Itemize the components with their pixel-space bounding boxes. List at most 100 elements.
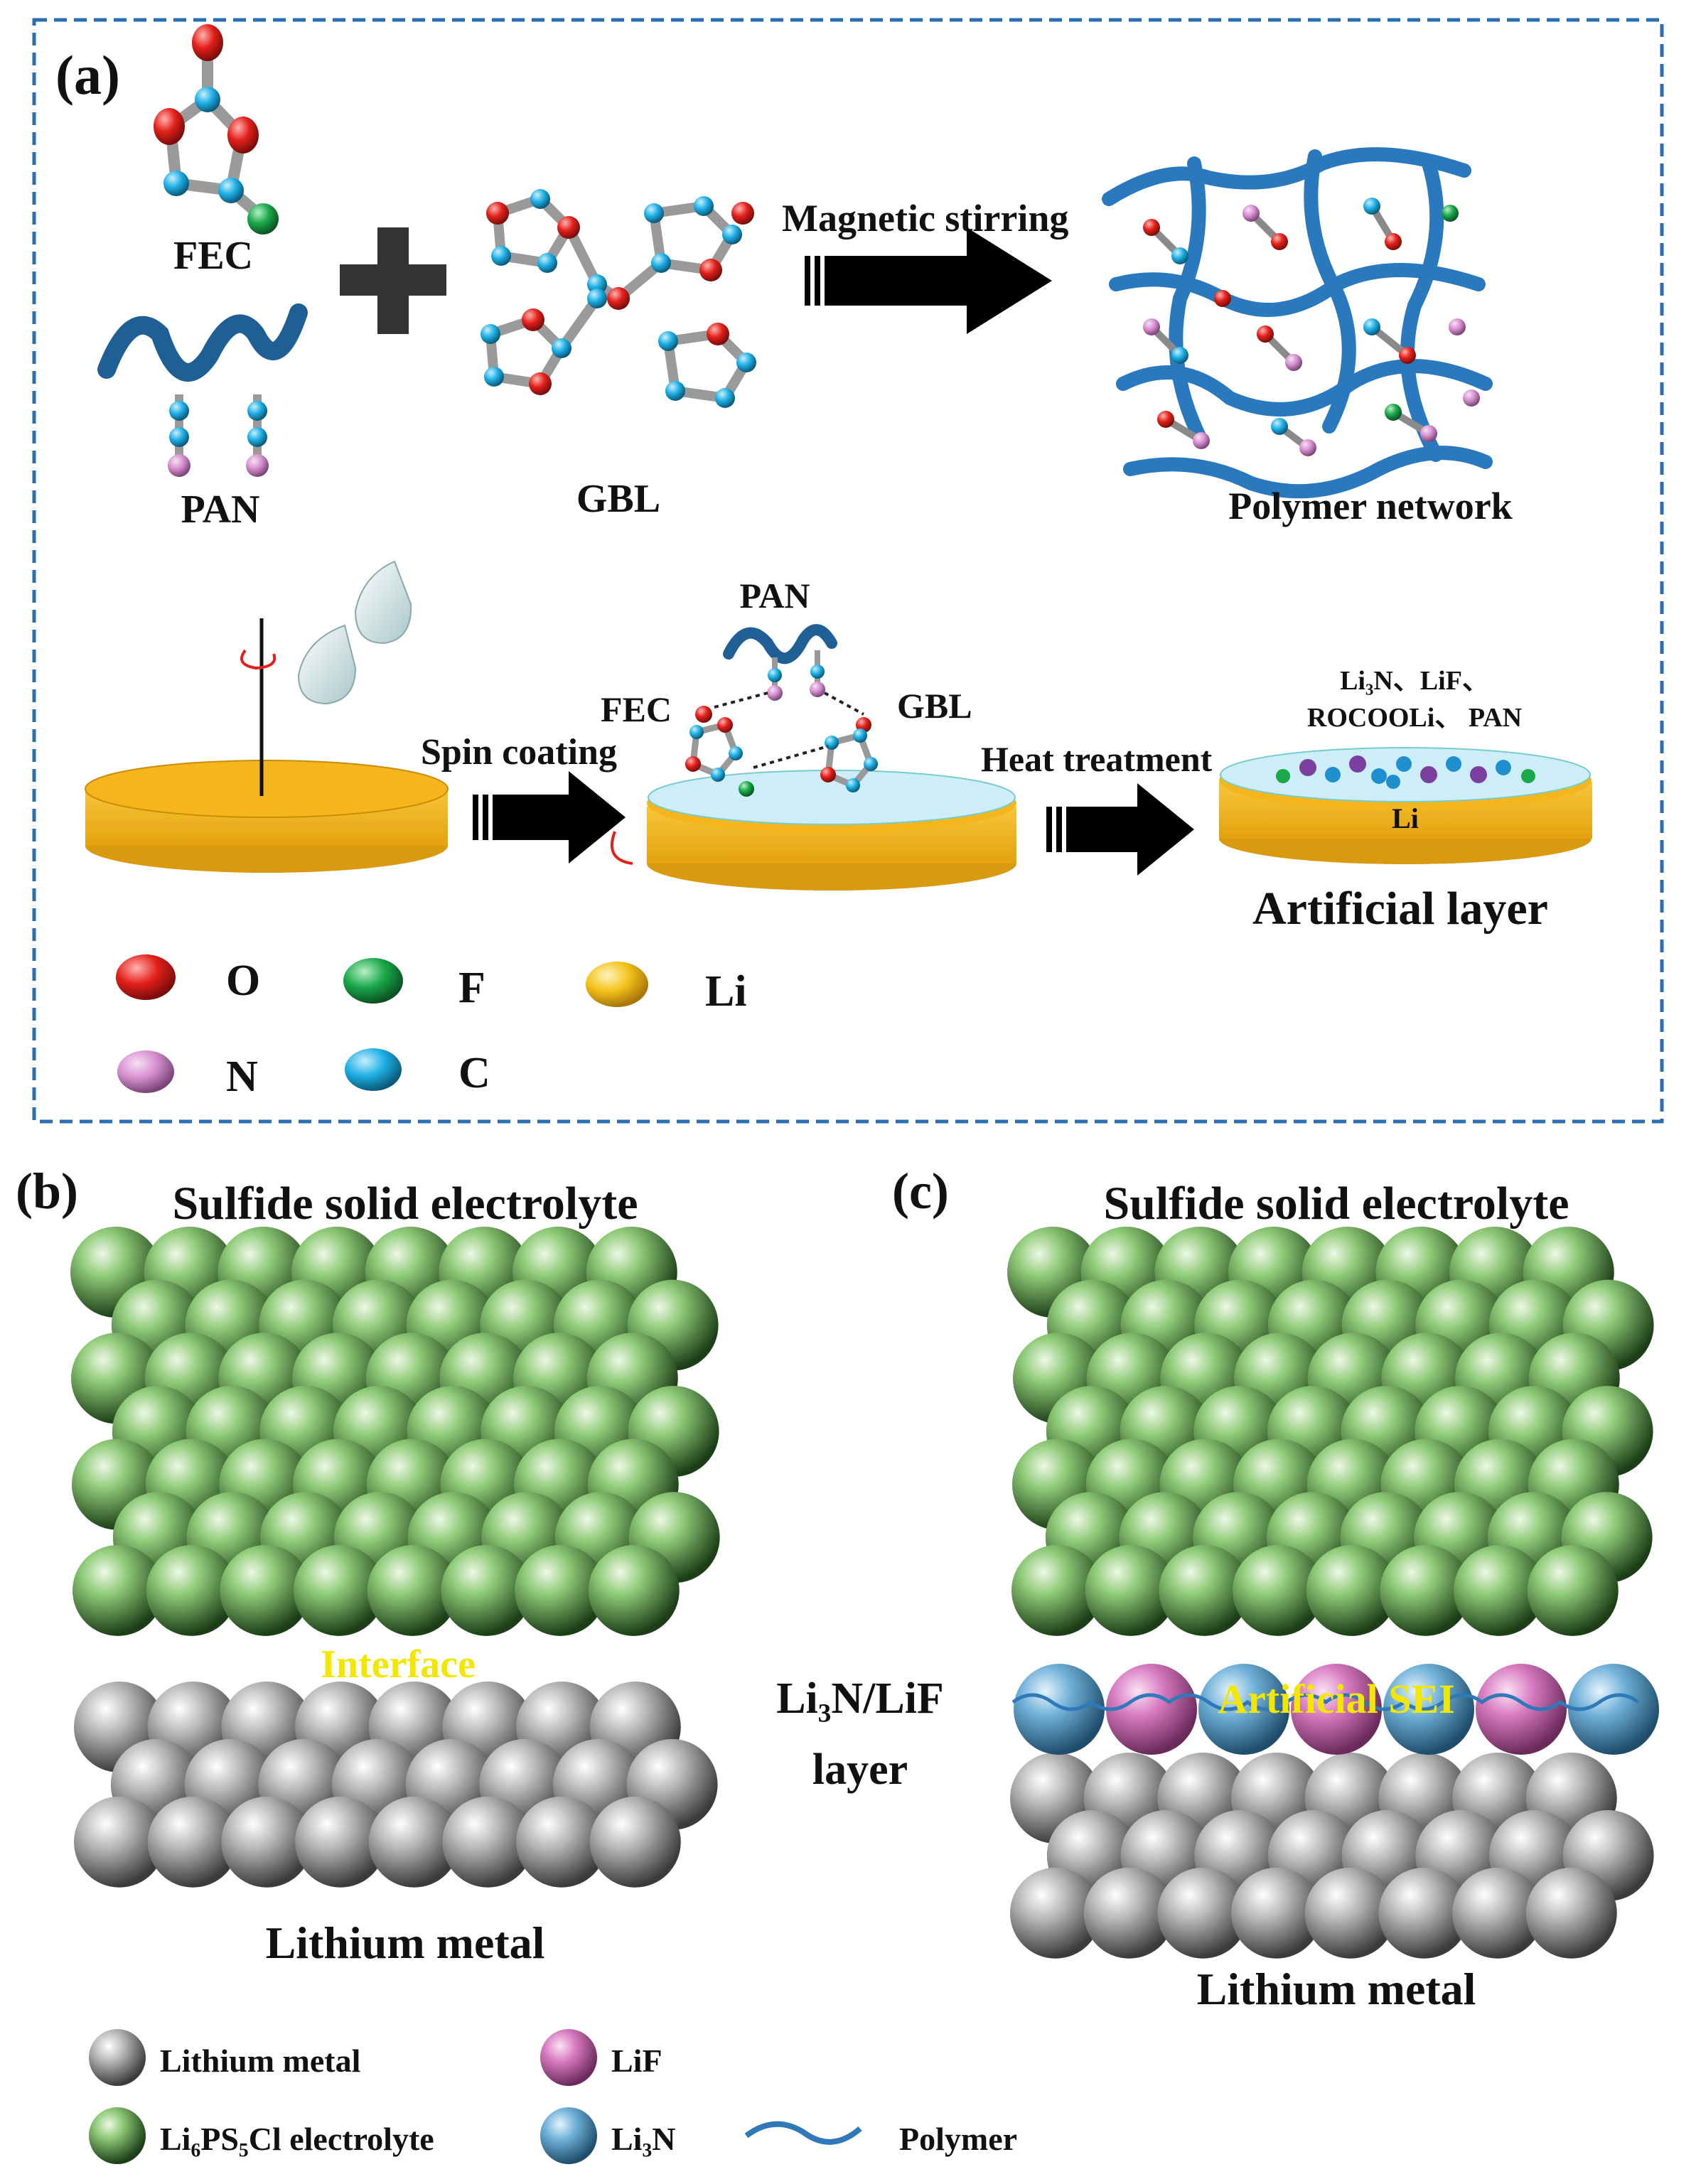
lithium-metal-sphere — [1157, 1867, 1249, 1959]
lithium-metal-sphere — [1304, 1867, 1396, 1959]
arrow-right-icon-heat — [1046, 783, 1194, 876]
mid-gbl-label: GBL — [897, 686, 972, 726]
lif-sphere — [1291, 1664, 1382, 1755]
lithium-metal-sphere — [368, 1796, 460, 1888]
panel-c-bottom-label: Lithium metal — [1197, 1964, 1476, 2014]
electrolyte-sphere — [1527, 1544, 1619, 1636]
legend-li3n-label: Li₃N — [611, 2121, 675, 2157]
panel-c-sphere-stack — [1007, 1227, 1659, 1959]
polymer-network-icon — [1102, 147, 1493, 499]
lif-swatch-icon — [540, 2029, 597, 2086]
lithium-swatch-icon — [586, 962, 648, 1007]
lithium-metal-sphere — [221, 1796, 313, 1888]
lithium-metal-sphere — [1525, 1867, 1617, 1959]
panel-c-top-label: Sulfide solid electrolyte — [1103, 1178, 1569, 1230]
oxygen-swatch-icon — [116, 954, 176, 1000]
panel-b-top-label: Sulfide solid electrolyte — [172, 1178, 638, 1230]
lithium-metal-sphere — [1231, 1867, 1323, 1959]
electrolyte-sphere — [515, 1544, 606, 1636]
legend-lithium-metal-label: Lithium metal — [160, 2043, 360, 2079]
polymer-line — [1011, 1693, 1640, 1711]
bottom-legend: Lithium metal Li₆PS₅Cl electrolyte LiF L… — [89, 2029, 1017, 2164]
electrolyte-sphere — [1159, 1544, 1250, 1636]
panel-b-sphere-stack — [70, 1227, 720, 1888]
rotation-arrow-icon — [240, 649, 277, 670]
legend-polymer-label: Polymer — [899, 2121, 1017, 2157]
electrolyte-sphere — [1011, 1544, 1102, 1636]
electrolyte-sphere — [1085, 1544, 1176, 1636]
nitrogen-swatch-icon — [117, 1050, 174, 1093]
lithium-metal-sphere — [1010, 1867, 1101, 1959]
lithium-metal-sphere — [1452, 1867, 1544, 1959]
electrolyte-sphere — [441, 1544, 532, 1636]
legend-f-label: F — [458, 964, 485, 1012]
lithium-metal-sphere — [1378, 1867, 1470, 1959]
electrolyte-swatch-icon — [89, 2107, 146, 2164]
arrow-right-icon-spin — [473, 771, 626, 864]
fluorine-swatch-icon — [343, 958, 403, 1004]
gbl-label: GBL — [576, 477, 660, 521]
electrolyte-sphere — [1380, 1544, 1471, 1636]
lithium-metal-sphere — [295, 1796, 387, 1888]
panel-b-bottom-label: Lithium metal — [266, 1917, 545, 1968]
mid-interaction-molecules-icon — [685, 624, 878, 797]
electrolyte-sphere — [220, 1544, 311, 1636]
magnetic-stirring-label: Magnetic stirring — [782, 197, 1068, 240]
lithium-metal-sphere — [516, 1796, 608, 1888]
panel-c-label: (c) — [892, 1163, 949, 1220]
electrolyte-sphere — [367, 1544, 458, 1636]
lithium-metal-sphere — [442, 1796, 534, 1888]
electrolyte-sphere — [294, 1544, 385, 1636]
fec-molecule-icon — [154, 24, 279, 235]
legend-electrolyte-label: Li₆PS₅Cl electrolyte — [160, 2121, 434, 2157]
pan-chain-icon — [97, 303, 308, 477]
panel-a-frame — [32, 18, 1664, 1124]
substrate-disk-left — [85, 760, 449, 873]
interface-label: Interface — [321, 1642, 476, 1687]
lithium-metal-sphere — [1083, 1867, 1175, 1959]
artificial-layer-disk — [1219, 747, 1592, 864]
legend-lif-label: LiF — [611, 2043, 662, 2079]
panel-b-label: (b) — [16, 1163, 78, 1220]
substrate-disk-coated — [647, 770, 1016, 891]
disk-li-label: Li — [1392, 802, 1419, 834]
artificial-sei-label: Artificial SEI — [1218, 1676, 1454, 1722]
legend-o-label: O — [226, 957, 260, 1005]
electrolyte-sphere — [146, 1544, 237, 1636]
spin-coating-label: Spin coating — [421, 732, 617, 773]
li3n-sphere — [1198, 1664, 1289, 1755]
li3n-sphere — [1014, 1664, 1105, 1755]
legend-li-label: Li — [705, 967, 747, 1016]
element-legend: O F Li N C — [116, 954, 747, 1101]
artificial-layer-label: Artificial layer — [1252, 883, 1548, 935]
mid-fec-label: FEC — [601, 689, 672, 729]
arrow-right-icon-stirring — [805, 227, 1052, 334]
plus-icon — [340, 227, 446, 334]
electrolyte-sphere — [73, 1544, 163, 1636]
electrolyte-sphere — [1454, 1544, 1545, 1636]
legend-n-label: N — [226, 1053, 258, 1101]
li3n-swatch-icon — [540, 2107, 597, 2164]
li3n-lif-label: Li₃N/LiF — [776, 1674, 944, 1723]
lif-sphere — [1106, 1664, 1197, 1755]
lithium-metal-swatch-icon — [89, 2029, 146, 2086]
layer-label: layer — [812, 1745, 908, 1794]
lithium-metal-sphere — [589, 1796, 681, 1888]
polymer-network-label: Polymer network — [1228, 485, 1512, 527]
panel-a-label: (a) — [55, 44, 120, 106]
lithium-metal-sphere — [74, 1796, 165, 1888]
electrolyte-sphere — [1306, 1544, 1397, 1636]
lif-sphere — [1476, 1664, 1567, 1755]
gbl-molecules-icon — [481, 189, 756, 408]
products-line1: Li₃N、LiF、 — [1340, 666, 1489, 696]
fec-label: FEC — [173, 234, 253, 278]
mid-pan-label: PAN — [739, 576, 810, 615]
heat-treatment-label: Heat treatment — [981, 739, 1213, 779]
electrolyte-sphere — [588, 1544, 680, 1636]
polymer-swatch-icon — [744, 2121, 862, 2145]
rotation-arrow-icon-2 — [611, 831, 633, 865]
products-line2: ROCOOLi、 PAN — [1307, 703, 1522, 733]
legend-c-label: C — [458, 1049, 490, 1097]
li3n-sphere — [1568, 1664, 1659, 1755]
